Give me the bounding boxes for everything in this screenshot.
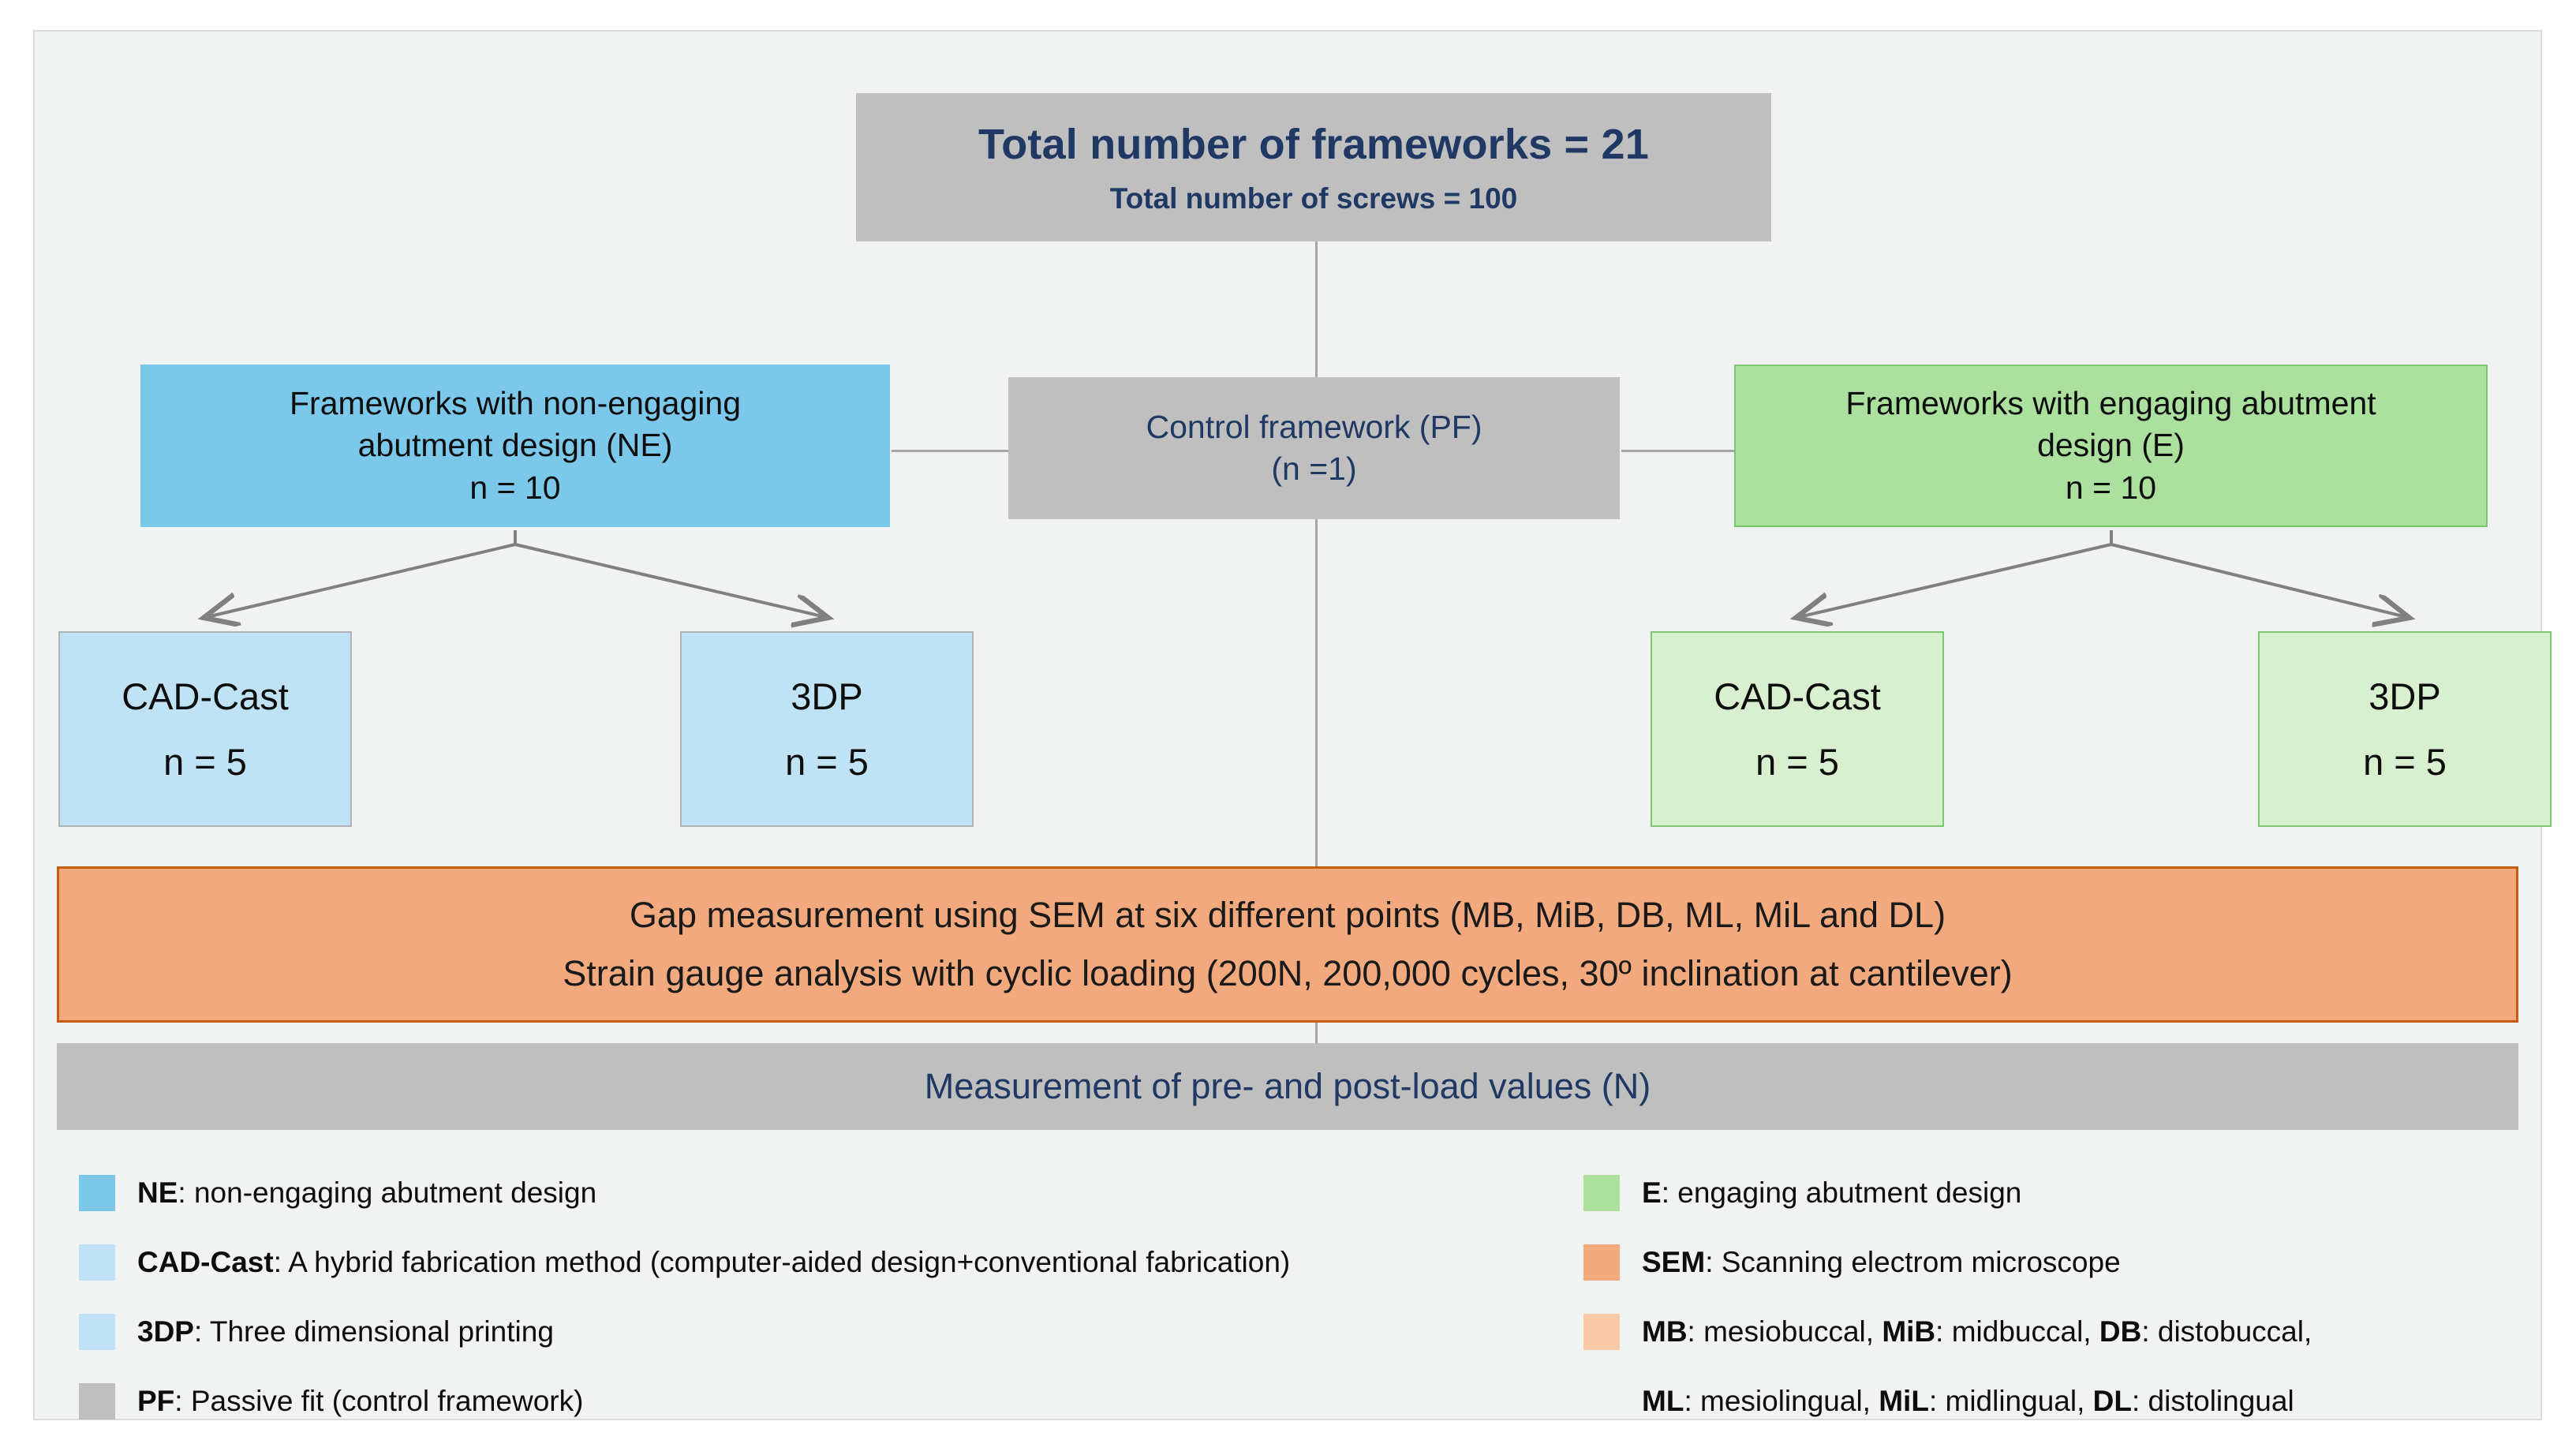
legend-abbr-3dp: 3DP (137, 1315, 194, 1348)
total-frameworks-box: Total number of frameworks = 21 Total nu… (856, 93, 1771, 241)
legend-column-left: NE: non-engaging abutment design CAD-Cas… (79, 1158, 1562, 1436)
ne-sample-size: n = 10 (469, 469, 561, 506)
total-frameworks-line: Total number of frameworks = 21 (978, 120, 1649, 168)
pf-sample-size: (n =1) (1271, 451, 1357, 487)
legend-def-mib: : midbuccal, (1935, 1315, 2099, 1348)
legend-def-ml: : mesiolingual, (1684, 1385, 1879, 1417)
legend-def-dl: : distolingual (2131, 1385, 2294, 1417)
legend-item-pf: PF: Passive fit (control framework) (79, 1367, 1562, 1436)
gap-measurement-line: Gap measurement using SEM at six differe… (629, 894, 1946, 935)
e-line-1: Frameworks with engaging abutment (1845, 385, 2376, 422)
legend-swatch-e (1583, 1175, 1620, 1211)
legend-abbr-db: DB (2099, 1315, 2142, 1348)
total-screws-line: Total number of screws = 100 (1109, 182, 1518, 215)
legend-column-right: E: engaging abutment design SEM: Scannin… (1583, 1158, 2514, 1436)
e-group-box: Frameworks with engaging abutment design… (1734, 365, 2488, 527)
connector-pf-to-sem (1315, 519, 1318, 868)
legend-item-cadcast: CAD-Cast: A hybrid fabrication method (c… (79, 1228, 1562, 1297)
legend-item-e: E: engaging abutment design (1583, 1158, 2514, 1228)
strain-gauge-line: Strain gauge analysis with cyclic loadin… (563, 953, 2013, 993)
legend-def-e: : engaging abutment design (1661, 1176, 2022, 1209)
legend-def-sem: : Scanning electrom microscope (1705, 1246, 2121, 1278)
legend-abbr-cadcast: CAD-Cast (137, 1246, 274, 1278)
control-framework-box: Control framework (PF) (n =1) (1008, 377, 1620, 519)
legend-swatch-gap-points (1583, 1314, 1620, 1350)
legend-swatch-sem (1583, 1244, 1620, 1281)
preload-postload-label: Measurement of pre- and post-load values… (924, 1065, 1651, 1106)
legend-swatch-ne (79, 1175, 115, 1211)
e-cadcast-sample-size: n = 5 (1755, 741, 1839, 783)
ne-3dp-sample-size: n = 5 (785, 741, 869, 783)
legend-abbr-ne: NE (137, 1176, 178, 1209)
legend-def-pf: : Passive fit (control framework) (174, 1385, 584, 1417)
legend-label-lingual-points: ML: mesiolingual, MiL: midlingual, DL: d… (1642, 1385, 2294, 1418)
measurement-methods-box: Gap measurement using SEM at six differe… (57, 866, 2518, 1023)
ne-3dp-label: 3DP (791, 675, 863, 717)
pf-line-1: Control framework (PF) (1146, 408, 1482, 445)
legend-abbr-sem: SEM (1642, 1246, 1706, 1278)
e-cadcast-label: CAD-Cast (1714, 675, 1881, 717)
legend-label-buccal-points: MB: mesiobuccal, MiB: midbuccal, DB: dis… (1642, 1315, 2312, 1348)
ne-3dp-box: 3DP n = 5 (680, 631, 974, 827)
e-3dp-label: 3DP (2368, 675, 2441, 717)
connector-top-to-pf (1315, 241, 1318, 409)
e-3dp-box: 3DP n = 5 (2258, 631, 2552, 827)
ne-group-box: Frameworks with non-engaging abutment de… (140, 365, 890, 527)
legend: NE: non-engaging abutment design CAD-Cas… (57, 1158, 2518, 1419)
legend-item-lingual-points: ML: mesiolingual, MiL: midlingual, DL: d… (1583, 1367, 2514, 1436)
legend-label-e: E: engaging abutment design (1642, 1176, 2021, 1210)
legend-abbr-e: E (1642, 1176, 1662, 1209)
legend-swatch-pf (79, 1383, 115, 1419)
e-sample-size: n = 10 (2065, 469, 2157, 506)
e-line-2: design (E) (2037, 427, 2185, 464)
legend-swatch-cadcast (79, 1244, 115, 1281)
ne-line-2: abutment design (NE) (357, 427, 673, 464)
legend-swatch-spacer (1583, 1383, 1620, 1419)
legend-label-sem: SEM: Scanning electrom microscope (1642, 1246, 2121, 1279)
connector-pf-to-e (1621, 450, 1736, 452)
ne-cadcast-label: CAD-Cast (122, 675, 289, 717)
legend-abbr-mb: MB (1642, 1315, 1688, 1348)
legend-abbr-dl: DL (2092, 1385, 2132, 1417)
e-3dp-sample-size: n = 5 (2363, 741, 2447, 783)
legend-item-ne: NE: non-engaging abutment design (79, 1158, 1562, 1228)
ne-line-1: Frameworks with non-engaging (290, 385, 741, 422)
ne-cadcast-sample-size: n = 5 (163, 741, 247, 783)
legend-def-3dp: : Three dimensional printing (193, 1315, 554, 1348)
legend-label-cadcast: CAD-Cast: A hybrid fabrication method (c… (137, 1246, 1290, 1279)
diagram-panel (33, 30, 2542, 1420)
legend-label-pf: PF: Passive fit (control framework) (137, 1385, 583, 1418)
legend-def-mb: : mesiobuccal, (1687, 1315, 1882, 1348)
legend-item-3dp: 3DP: Three dimensional printing (79, 1297, 1562, 1367)
legend-abbr-ml: ML (1642, 1385, 1684, 1417)
legend-abbr-mil: MiL (1879, 1385, 1929, 1417)
e-cadcast-box: CAD-Cast n = 5 (1651, 631, 1944, 827)
ne-cadcast-box: CAD-Cast n = 5 (58, 631, 352, 827)
legend-item-buccal-points: MB: mesiobuccal, MiB: midbuccal, DB: dis… (1583, 1297, 2514, 1367)
legend-def-mil: : midlingual, (1928, 1385, 2093, 1417)
legend-label-3dp: 3DP: Three dimensional printing (137, 1315, 554, 1348)
legend-item-sem: SEM: Scanning electrom microscope (1583, 1228, 2514, 1297)
connector-pf-to-ne (892, 450, 1045, 452)
legend-swatch-3dp (79, 1314, 115, 1350)
legend-abbr-pf: PF (137, 1385, 175, 1417)
legend-def-cadcast: : A hybrid fabrication method (computer-… (273, 1246, 1291, 1278)
connector-sem-to-measurement (1315, 1023, 1318, 1045)
legend-def-ne: : non-engaging abutment design (178, 1176, 597, 1209)
legend-def-db: : distobuccal, (2141, 1315, 2312, 1348)
legend-label-ne: NE: non-engaging abutment design (137, 1176, 596, 1210)
legend-abbr-mib: MiB (1882, 1315, 1936, 1348)
preload-postload-box: Measurement of pre- and post-load values… (57, 1043, 2518, 1130)
